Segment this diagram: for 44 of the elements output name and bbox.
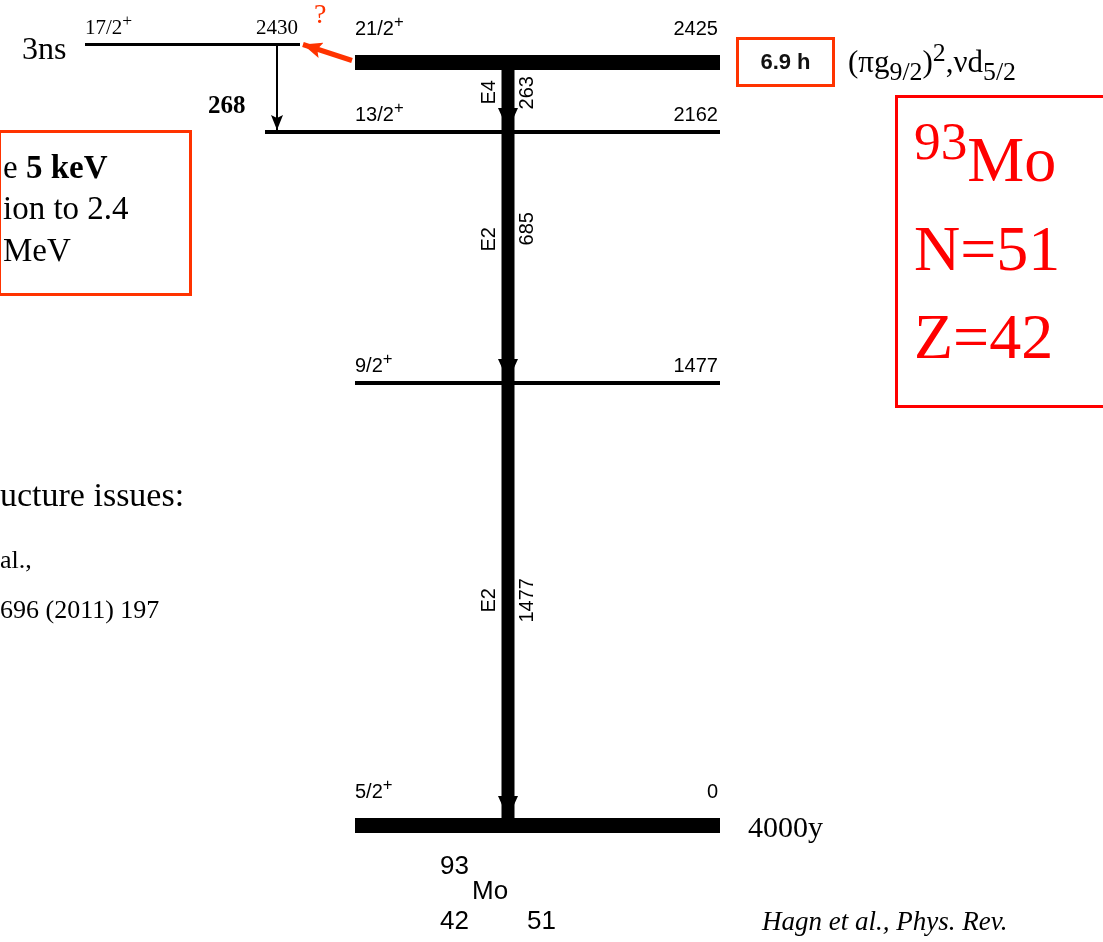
multipolarity-label: E2 — [478, 227, 498, 252]
arrow — [271, 45, 283, 131]
element-symbol: Mo — [472, 877, 509, 903]
energy-value: 0 — [706, 781, 718, 801]
spin-parity: 21/2$^{+}$ — [355, 14, 404, 38]
energy-label: 1477 — [516, 578, 536, 623]
transition-arrow — [498, 70, 518, 130]
configuration-text: (πg$_{9/2}$)$^{2}$,νd$_{5/2}$ — [848, 40, 1017, 85]
energy-value: 2430 — [256, 17, 298, 38]
level-line — [355, 352, 720, 385]
level-line — [85, 14, 300, 46]
energy-value: 1477 — [673, 355, 718, 375]
energy-value: 2425 — [673, 18, 718, 38]
half-life-text: 3ns — [22, 32, 67, 64]
transition-arrow — [498, 134, 518, 381]
mass-number: 93 — [440, 852, 469, 878]
transition-arrow — [498, 385, 518, 818]
note-box — [0, 130, 192, 296]
nuclide-text: Z=42 — [914, 302, 1055, 373]
nuclide-box — [895, 95, 1103, 408]
note-text: ucture issues: — [0, 478, 185, 512]
multipolarity-label: E2 — [478, 588, 498, 613]
half-life-text: 4000y — [748, 812, 823, 842]
reference-text: al., — [0, 547, 32, 573]
half-life-text: 6.9 h — [760, 49, 811, 75]
note-text: e 5 keV ion to 2.4 MeV — [3, 148, 130, 270]
spin-parity: 9/2$^{+}$ — [355, 351, 393, 375]
half-life-box — [736, 37, 835, 87]
multipolarity-label: E4 — [478, 80, 498, 105]
reference-text: 696 (2011) 197 — [0, 597, 160, 623]
nuclide-text: $^{93}$Mo — [914, 112, 1058, 196]
energy-label: 685 — [516, 212, 536, 246]
energy-label: 263 — [516, 76, 536, 110]
citation-text: Hagn et al., Phys. Rev. — [762, 908, 1008, 935]
arrow — [302, 42, 353, 63]
edge-label: 268 — [208, 92, 246, 117]
proton-number: 42 — [440, 907, 469, 933]
spin-parity: 17/2$^{+}$ — [85, 12, 133, 38]
spin-parity: 5/2$^{+}$ — [355, 777, 393, 801]
neutron-number: 51 — [527, 907, 556, 933]
edge-label: ? — [314, 0, 327, 28]
nuclide-text: N=51 — [914, 213, 1062, 285]
energy-value: 2162 — [673, 104, 718, 124]
spin-parity: 13/2$^{+}$ — [355, 100, 404, 124]
